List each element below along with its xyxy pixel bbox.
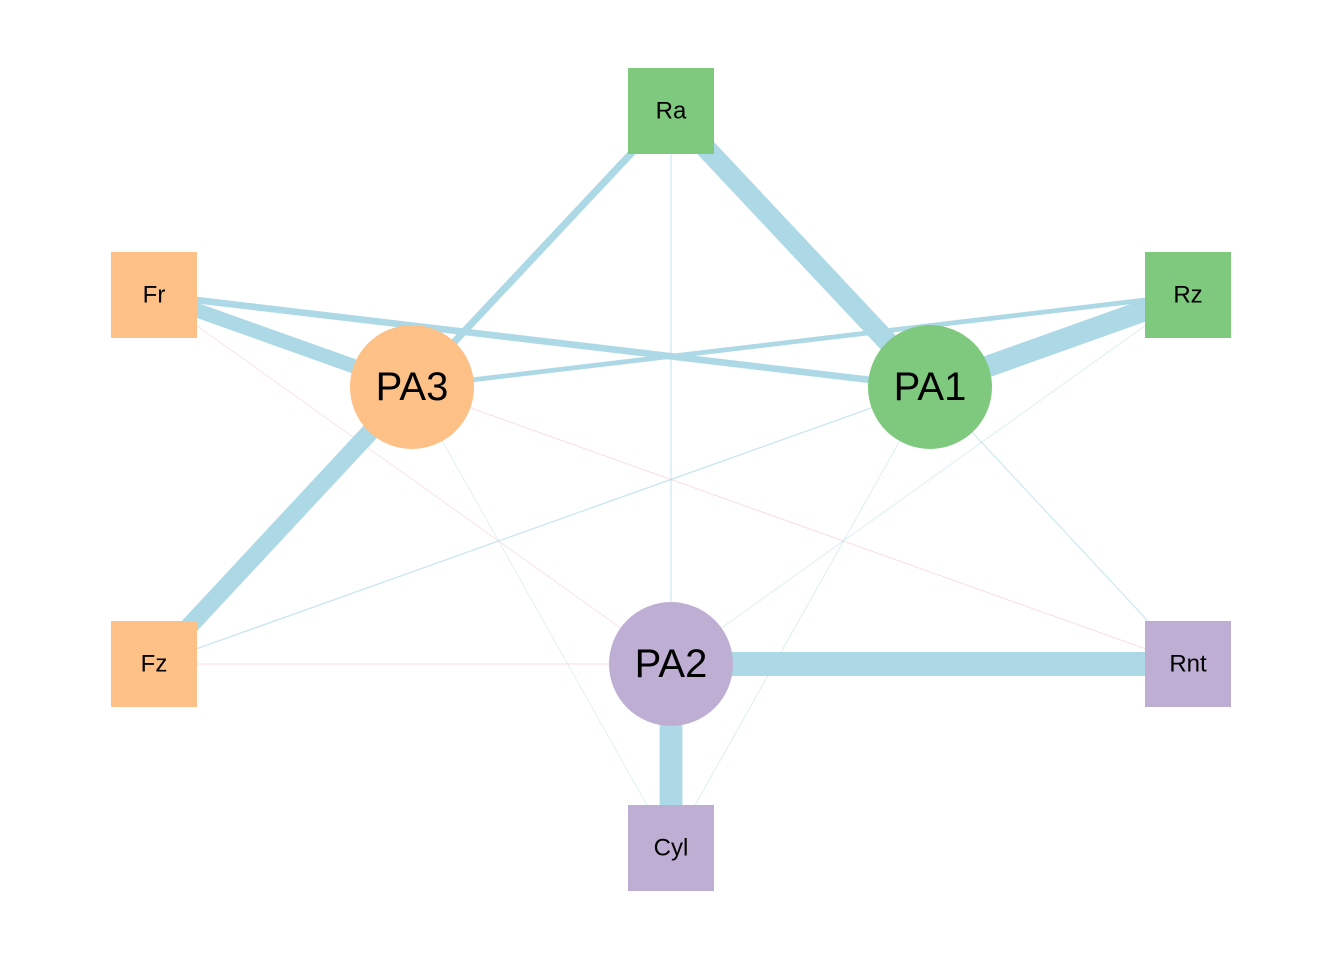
edge-fr-pa2 (153, 294, 672, 665)
node-fr: Fr (111, 252, 197, 338)
latent-node-shape (609, 602, 733, 726)
node-pa2: PA2 (609, 602, 733, 726)
node-label: PA1 (894, 365, 967, 409)
manifest-node-shape (111, 621, 197, 707)
manifest-node-shape (628, 68, 714, 154)
node-label: Fz (141, 651, 168, 678)
latent-node-shape (868, 325, 992, 449)
edge-layer (147, 104, 1192, 849)
node-ra: Ra (628, 68, 714, 154)
node-label: Rnt (1169, 651, 1207, 678)
node-pa3: PA3 (350, 325, 474, 449)
node-cyl: Cyl (628, 805, 714, 891)
node-label: PA2 (635, 642, 708, 686)
manifest-node-shape (628, 805, 714, 891)
edge-rz-pa3 (411, 292, 1189, 390)
node-label: Ra (656, 98, 687, 125)
edge-fz-pa1 (153, 386, 931, 665)
edge-fz-pa3 (147, 380, 419, 671)
node-rnt: Rnt (1145, 621, 1231, 707)
edge-rnt-pa3 (411, 386, 1189, 665)
edge-cyl-pa3 (411, 386, 672, 849)
manifest-node-shape (111, 252, 197, 338)
edge-ra-pa1 (663, 104, 938, 394)
node-pa1: PA1 (868, 325, 992, 449)
node-rz: Rz (1145, 252, 1231, 338)
edge-ra-pa3 (409, 108, 674, 390)
edge-rz-pa2 (670, 294, 1189, 665)
node-fz: Fz (111, 621, 197, 707)
edge-rnt-pa1 (929, 386, 1189, 665)
manifest-node-shape (1145, 252, 1231, 338)
manifest-node-shape (1145, 621, 1231, 707)
node-label: Cyl (654, 835, 689, 862)
node-label: Rz (1173, 282, 1202, 309)
edge-cyl-pa1 (670, 386, 931, 849)
node-label: Fr (143, 282, 166, 309)
edge-fr-pa1 (153, 291, 931, 391)
node-label: PA3 (376, 365, 449, 409)
latent-node-shape (350, 325, 474, 449)
